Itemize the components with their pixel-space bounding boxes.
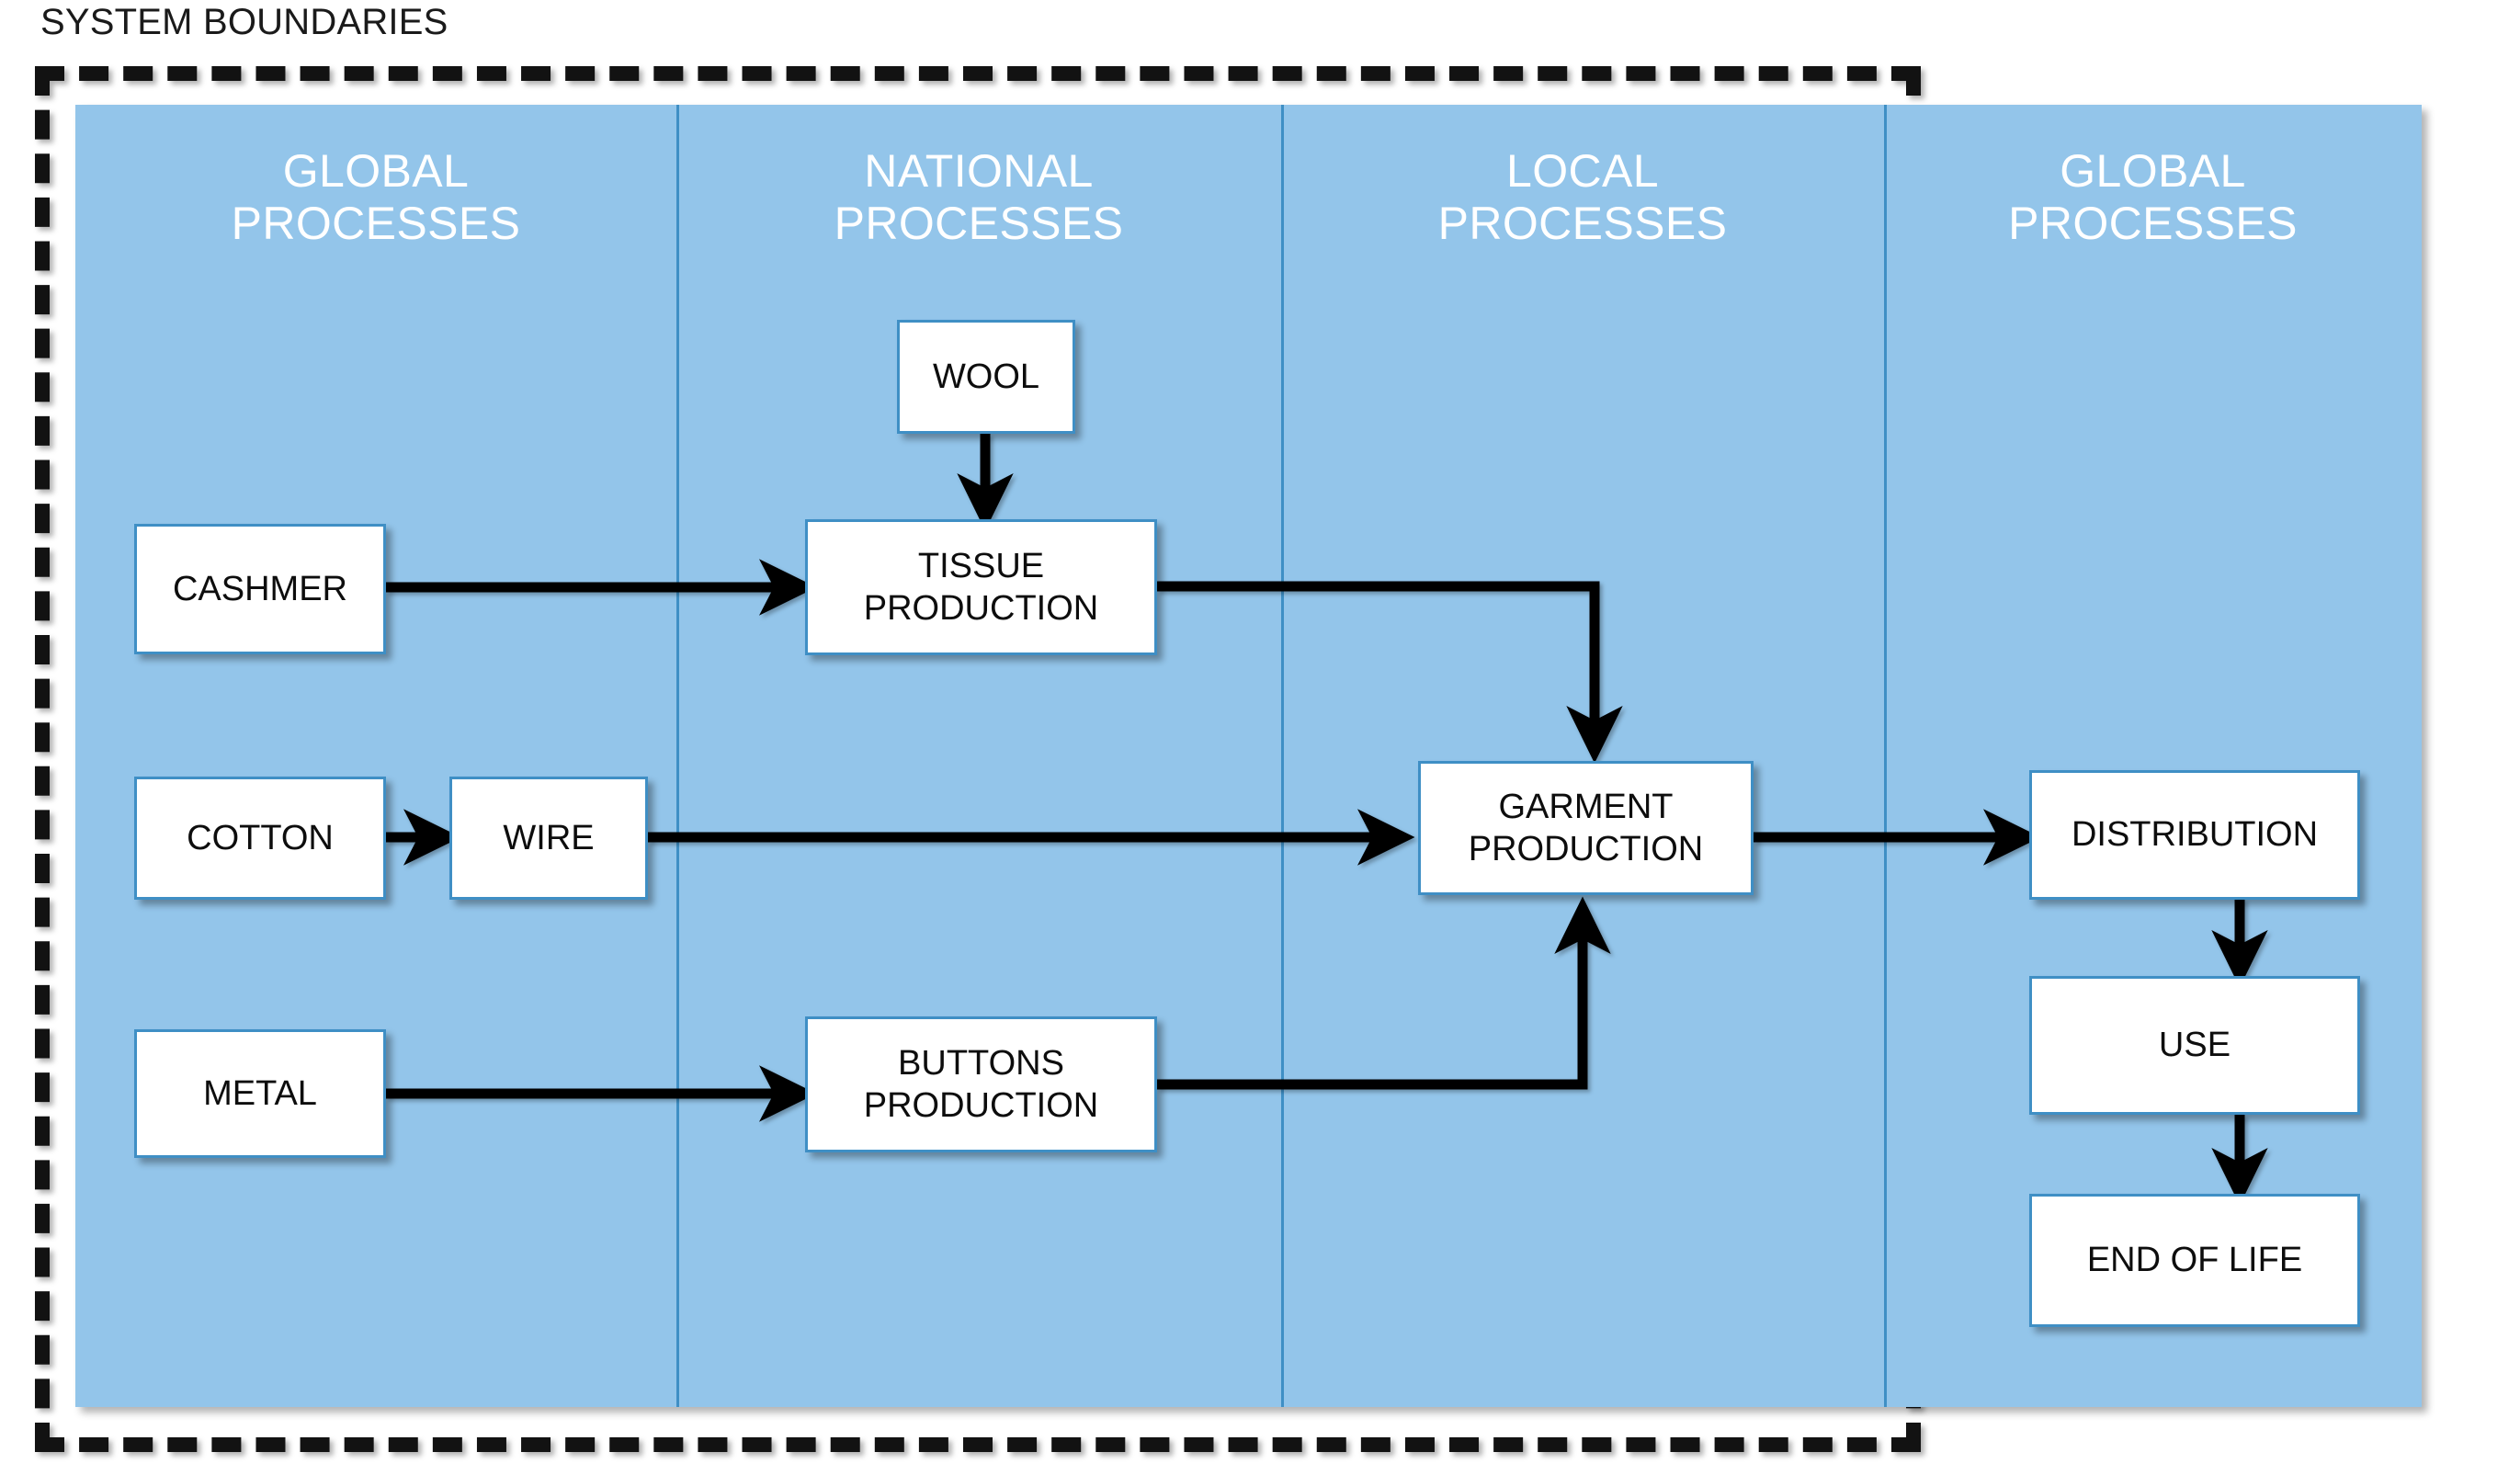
node-wool[interactable]: WOOL: [897, 320, 1075, 434]
column-header-global-left: GLOBAL PROCESSES: [231, 145, 521, 249]
system-boundaries-label: SYSTEM BOUNDARIES: [40, 2, 448, 42]
column-divider-2: [1281, 105, 1284, 1407]
node-cashmer[interactable]: CASHMER: [134, 524, 386, 654]
column-header-national: NATIONAL PROCESSES: [834, 145, 1124, 249]
node-metal[interactable]: METAL: [134, 1029, 386, 1158]
process-panel: [75, 105, 2422, 1407]
column-divider-1: [676, 105, 679, 1407]
node-tissue-production[interactable]: TISSUE PRODUCTION: [805, 519, 1157, 655]
node-use[interactable]: USE: [2029, 976, 2360, 1115]
node-garment-production[interactable]: GARMENT PRODUCTION: [1418, 761, 1754, 895]
column-header-global-right: GLOBAL PROCESSES: [2008, 145, 2298, 249]
node-buttons-production[interactable]: BUTTONS PRODUCTION: [805, 1016, 1157, 1152]
column-header-local: LOCAL PROCESSES: [1437, 145, 1728, 249]
node-wire[interactable]: WIRE: [449, 777, 648, 900]
node-cotton[interactable]: COTTON: [134, 777, 386, 900]
node-end-of-life[interactable]: END OF LIFE: [2029, 1194, 2360, 1327]
column-divider-3: [1884, 105, 1887, 1407]
node-distribution[interactable]: DISTRIBUTION: [2029, 770, 2360, 900]
